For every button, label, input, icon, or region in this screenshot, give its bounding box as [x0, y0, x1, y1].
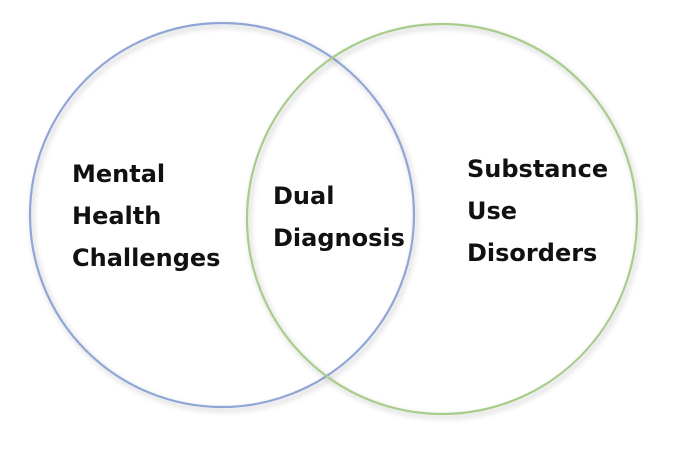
label-line: Mental — [72, 160, 165, 188]
label-line: Dual — [273, 182, 334, 210]
label-dual-diagnosis: Dual Diagnosis — [273, 182, 405, 252]
label-mental-health: Mental Health Challenges — [72, 160, 220, 272]
label-line: Use — [467, 197, 517, 225]
set-circle-mental-health — [28, 21, 416, 409]
set-circle-substance-use — [245, 22, 639, 416]
label-line: Health — [72, 202, 161, 230]
label-substance-use: Substance Use Disorders — [467, 155, 608, 267]
label-line: Disorders — [467, 239, 597, 267]
label-line: Diagnosis — [273, 224, 405, 252]
label-line: Challenges — [72, 244, 220, 272]
label-line: Substance — [467, 155, 608, 183]
